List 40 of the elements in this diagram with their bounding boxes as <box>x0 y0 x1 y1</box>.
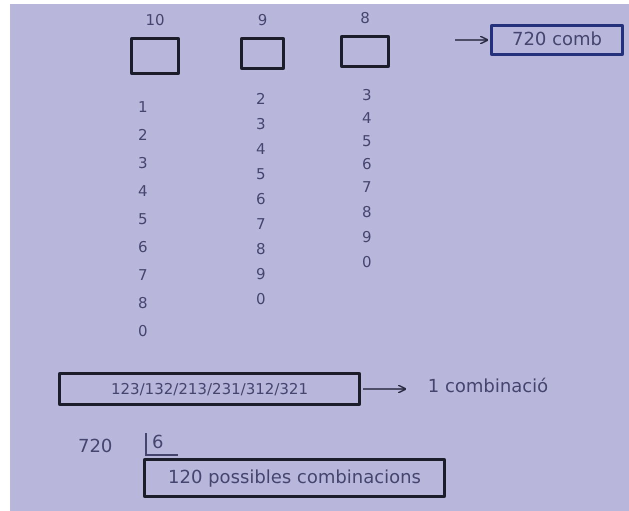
digit: 9 <box>362 230 372 245</box>
digit: 6 <box>362 157 372 172</box>
digit: 6 <box>256 192 266 207</box>
boxed-text: 120 possibles combinacions <box>143 458 446 498</box>
result-text: 1 combinació <box>408 374 568 400</box>
digit: 8 <box>138 296 148 311</box>
factor-number: 9 <box>256 13 268 28</box>
boxed-text: 123/132/213/231/312/321 <box>58 372 361 406</box>
boxed-text: 720 comb <box>490 24 624 56</box>
digit: 8 <box>362 205 372 220</box>
digit: 7 <box>256 217 266 232</box>
digit: 5 <box>362 134 372 149</box>
digit: 3 <box>362 88 372 103</box>
empty-box <box>240 37 285 70</box>
digit: 4 <box>362 111 372 126</box>
digit: 3 <box>256 117 266 132</box>
digit: 0 <box>256 292 266 307</box>
digit: 5 <box>138 212 148 227</box>
factor-number: 8 <box>359 11 371 26</box>
digit: 3 <box>138 156 148 171</box>
digit: 9 <box>256 267 266 282</box>
digit: 5 <box>256 167 266 182</box>
digit: 4 <box>138 184 148 199</box>
factor-number: 10 <box>144 13 166 28</box>
divisor-number: 6 <box>152 434 164 452</box>
arrow <box>363 384 407 394</box>
digit: 0 <box>362 255 372 270</box>
digit: 6 <box>138 240 148 255</box>
digit: 4 <box>256 142 266 157</box>
digit: 1 <box>138 100 148 115</box>
digit: 7 <box>362 180 372 195</box>
digit: 2 <box>138 128 148 143</box>
arrow <box>455 35 489 45</box>
digit: 0 <box>138 324 148 339</box>
empty-box <box>340 35 390 68</box>
dividend-number: 720 <box>78 438 112 456</box>
digit: 2 <box>256 92 266 107</box>
empty-box <box>130 37 180 75</box>
digit: 8 <box>256 242 266 257</box>
digit: 7 <box>138 268 148 283</box>
